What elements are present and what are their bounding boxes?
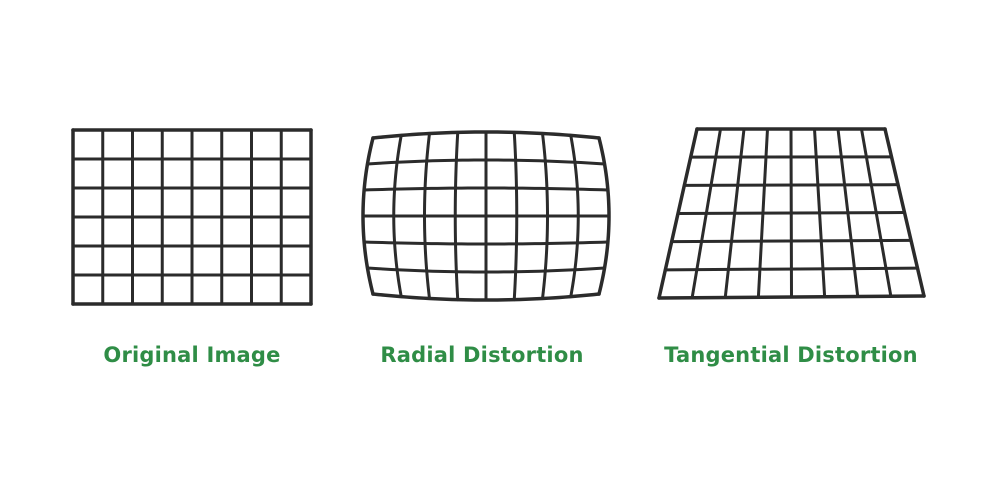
original-image-caption: Original Image: [103, 343, 281, 367]
tangential-grid-horizontal-line: [663, 266, 919, 272]
radial-distortion-caption: Radial Distortion: [380, 343, 584, 367]
tangential-grid-horizontal-line: [682, 183, 900, 187]
radial-grid-horizontal-line: [362, 186, 610, 192]
tangential-distortion-caption: Tangential Distortion: [664, 343, 918, 367]
radial-grid-horizontal-line: [365, 158, 607, 166]
radial-grid-border-horizontal: [371, 130, 601, 140]
radial-grid-horizontal-line: [362, 240, 610, 246]
tangential-grid-horizontal-line: [676, 211, 906, 215]
tangential-grid-horizontal-line: [670, 238, 913, 244]
radial-distortion-grid: [361, 130, 611, 302]
tangential-distortion-grid: [657, 127, 926, 300]
original-image-grid: [71, 128, 313, 306]
tangential-grid-border-horizontal: [657, 294, 926, 300]
radial-grid-horizontal-line: [365, 266, 607, 274]
radial-grid-border-horizontal: [371, 292, 601, 302]
